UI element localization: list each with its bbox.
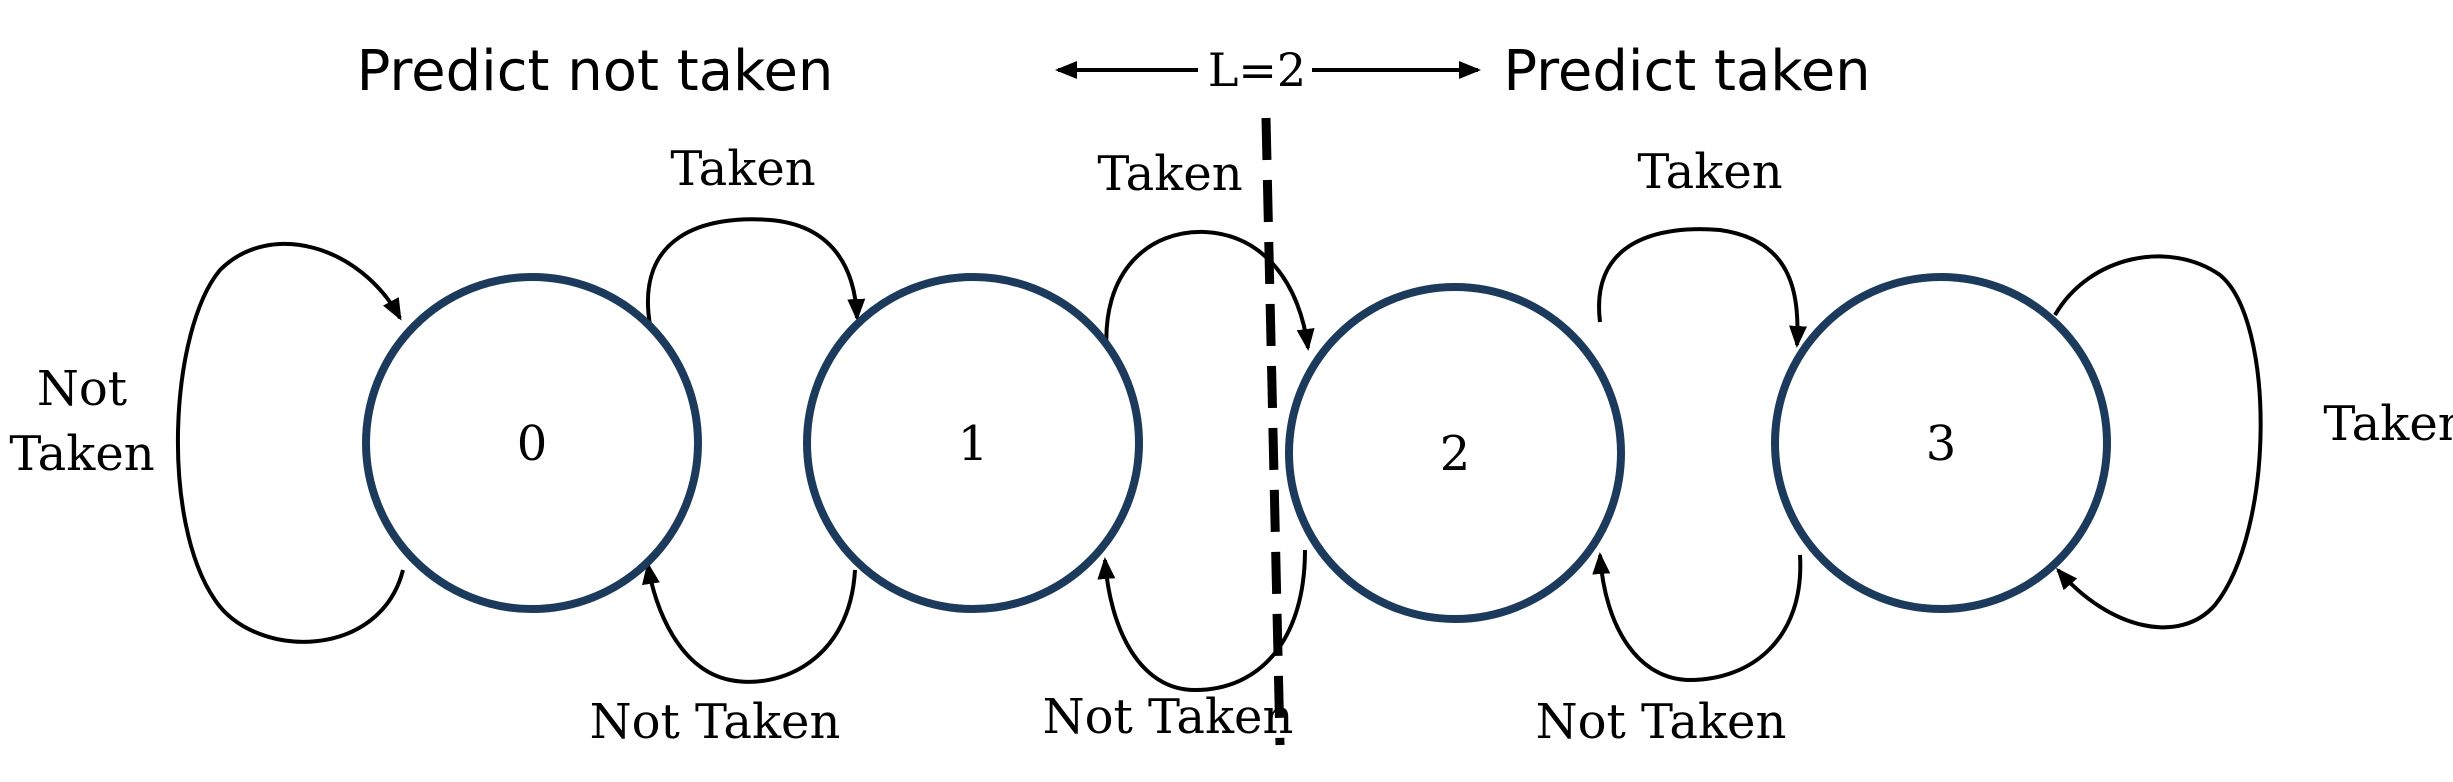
edge-label-not-taken-2-1: Not Taken [1043, 689, 1294, 745]
edge-label-not-taken-1-0: Not Taken [590, 694, 841, 750]
state-3-node: 3 [1771, 273, 2111, 613]
edge-label-self-3: Taken [2323, 396, 2453, 452]
predict-taken-label: Predict taken [1503, 39, 1870, 104]
edge-self-loop-3 [2053, 254, 2263, 630]
edge-not-taken-2-1 [1097, 549, 1307, 693]
edge-label-self-0-line1: Not [37, 361, 127, 417]
edge-self-loop-0 [175, 241, 405, 644]
edge-not-taken-1-0 [642, 562, 857, 684]
edge-taken-0-1 [646, 217, 866, 326]
edge-not-taken-3-2 [1592, 552, 1803, 683]
state-1-circle [803, 273, 1143, 613]
state-2-label: 2 [1440, 426, 1471, 482]
state-0-circle [362, 273, 702, 613]
edge-label-taken-0-1: Taken [670, 141, 815, 197]
state-3-circle [1771, 273, 2111, 613]
predict-not-taken-label: Predict not taken [357, 39, 834, 104]
state-1-node: 1 [803, 273, 1143, 613]
state-3-label: 3 [1926, 416, 1957, 472]
state-0-label: 0 [517, 416, 548, 472]
state-1-label: 1 [958, 416, 989, 472]
edge-label-not-taken-3-2: Not Taken [1536, 694, 1787, 750]
edge-taken-2-3 [1597, 227, 1808, 348]
edge-label-taken-1-2: Taken [1097, 146, 1242, 202]
edge-taken-1-2 [1104, 229, 1315, 356]
threshold-label: L=2 [1208, 43, 1306, 97]
state-2-circle [1285, 283, 1625, 623]
state-0-node: 0 [362, 273, 702, 613]
edge-label-taken-2-3: Taken [1637, 144, 1782, 200]
edge-label-self-0-line2: Taken [9, 426, 154, 482]
state-2-node: 2 [1285, 283, 1625, 623]
threshold-divider [1261, 117, 1285, 746]
